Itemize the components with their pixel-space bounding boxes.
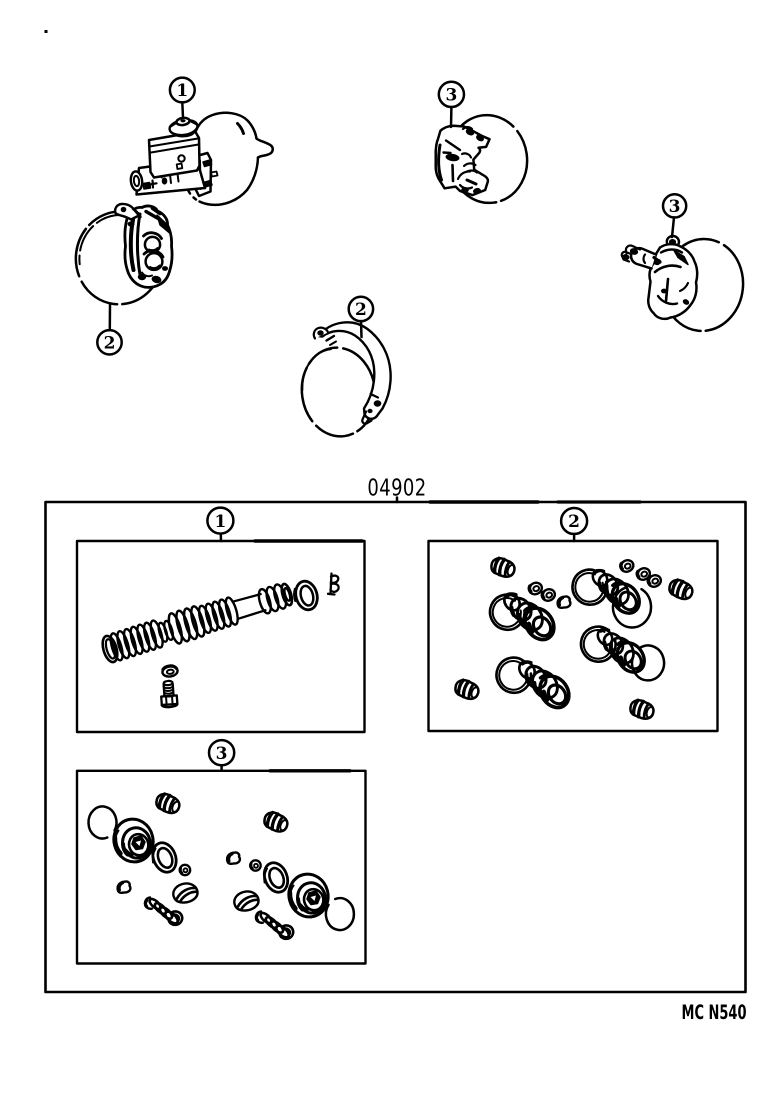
callout-leader-line xyxy=(181,101,185,119)
kit-washer xyxy=(161,664,179,678)
bleeder-cap xyxy=(260,808,292,836)
callout-leader-line xyxy=(670,216,676,239)
bleeder-cap xyxy=(626,696,658,723)
rubber-lump xyxy=(116,879,132,895)
snap-ring xyxy=(87,805,118,840)
callout-circle xyxy=(207,738,236,767)
piston-seal-ring xyxy=(293,579,319,612)
front-caliper-left-figure xyxy=(74,202,174,306)
tiny-ring xyxy=(178,863,192,877)
callout-number: 2 xyxy=(355,300,367,320)
bleeder-screw xyxy=(254,909,295,942)
snap-ring xyxy=(324,896,356,932)
callout-2-kit: 2 xyxy=(559,506,589,543)
retaining-ring xyxy=(611,586,653,629)
callout-circle xyxy=(206,506,235,535)
rubber-lump xyxy=(556,594,572,610)
callout-number: 3 xyxy=(669,197,681,217)
kit-3-contents xyxy=(87,789,356,942)
bleeder-cap xyxy=(152,789,184,818)
callout-leader-line xyxy=(359,319,363,339)
piston-seal-c-ring xyxy=(573,619,623,669)
piston-seal-ring xyxy=(258,857,294,898)
rear-caliper-upper-figure xyxy=(434,113,529,205)
bleeder-cap xyxy=(665,575,697,604)
callout-number: 1 xyxy=(176,81,188,101)
callout-number: 3 xyxy=(216,744,228,764)
callout-circle xyxy=(437,80,466,109)
grommet xyxy=(170,879,201,906)
kit-3-box xyxy=(75,769,367,965)
callout-1-master-cylinder: 1 xyxy=(168,76,196,119)
caliper-bracket-figure xyxy=(300,321,392,438)
callout-2-front-caliper: 2 xyxy=(96,303,123,356)
callout-1-kit: 1 xyxy=(206,506,235,543)
kit-2-box xyxy=(427,539,719,733)
callout-number: 1 xyxy=(214,512,226,532)
grommet xyxy=(231,887,262,914)
master-cylinder-piston xyxy=(101,582,294,664)
callout-3-rear-caliper-upper: 3 xyxy=(437,80,466,129)
piston-boot xyxy=(516,659,575,713)
callout-circle xyxy=(347,295,375,323)
bleeder-cap xyxy=(487,554,519,581)
callout-2-bracket: 2 xyxy=(347,295,375,339)
callout-circle xyxy=(96,328,123,356)
piston-seal-c-ring xyxy=(490,651,537,699)
snap-clip xyxy=(326,572,340,596)
kit-2-contents xyxy=(451,554,697,723)
kit-1-box xyxy=(75,539,366,734)
rear-caliper-right-figure xyxy=(620,234,745,333)
plate-code-label: MC N540 xyxy=(682,1001,747,1023)
kit-bolt xyxy=(160,679,179,709)
callout-circle xyxy=(661,193,688,219)
callout-circle xyxy=(559,506,589,536)
kit-group-box xyxy=(44,500,747,994)
callout-3-kit: 3 xyxy=(207,738,236,773)
callout-number: 2 xyxy=(568,512,580,532)
piston-boot xyxy=(595,626,650,677)
retaining-ring xyxy=(630,644,666,682)
callout-number: 3 xyxy=(445,86,457,106)
callout-3-rear-caliper-right: 3 xyxy=(661,193,688,239)
small-seal-ring xyxy=(616,556,638,576)
tiny-ring xyxy=(248,858,263,873)
rubber-lump xyxy=(225,850,242,866)
scan-speck xyxy=(44,30,48,33)
callout-circle xyxy=(168,76,196,104)
bleeder-cap xyxy=(451,675,483,704)
master-cylinder-figure xyxy=(129,111,274,207)
callout-number: 2 xyxy=(104,334,116,354)
kit-1-contents xyxy=(101,572,340,709)
